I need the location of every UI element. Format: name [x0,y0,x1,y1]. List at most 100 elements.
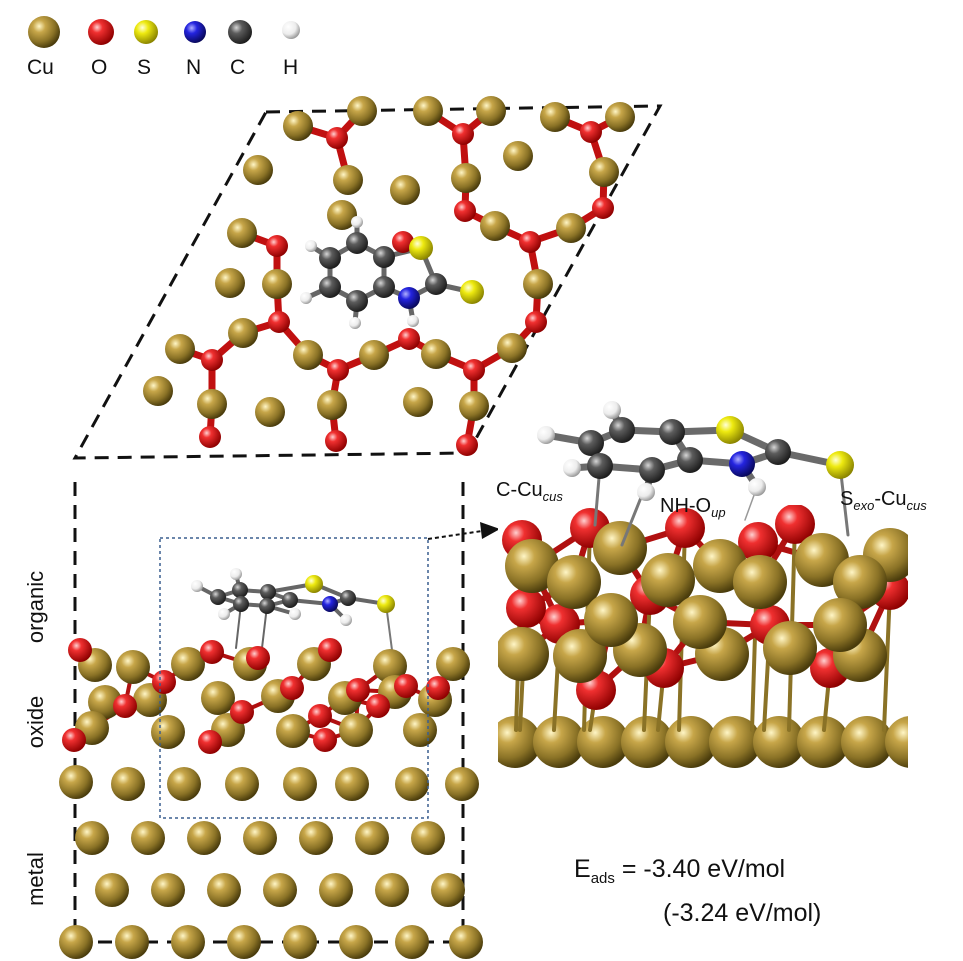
top-view-atoms [143,96,635,456]
o-atom [463,359,485,381]
side-view-atoms [59,568,483,959]
o-atom [366,694,390,718]
h-atom [300,292,312,304]
h-atom [351,216,363,228]
o-atom [456,434,478,456]
cu-atom [547,555,601,609]
cu-atom [411,821,445,855]
cu-atom [201,681,235,715]
cu-atom [59,765,93,799]
cu-atom [225,767,259,801]
cu-atom [459,391,489,421]
c-atom [373,246,395,268]
cu-atom [335,767,369,801]
h-atom [407,315,419,327]
cu-atom [262,269,292,299]
h-atom [603,401,621,419]
cu-atom [505,539,559,593]
cu-atom [75,821,109,855]
cu-atom [95,873,129,907]
cu-atom [641,553,695,607]
o-atom [313,728,337,752]
cu-atom [227,218,257,248]
bond-label-s-cu: Sexo-Cucus [840,488,927,513]
c-atom [639,457,665,483]
o-atom [200,640,224,664]
legend-label-cu: Cu [27,56,54,79]
cu-atom [556,213,586,243]
cu-atom [165,334,195,364]
cu-atom [317,390,347,420]
inset-surface-atoms [498,505,908,768]
cu-atom [187,821,221,855]
cu-atom [476,96,506,126]
o-atom [452,123,474,145]
c-atom [578,430,604,456]
cu-atom [143,376,173,406]
s-atom [377,595,395,613]
cu-atom [497,333,527,363]
inset-molecule [537,401,854,547]
cu-atom [197,389,227,419]
cu-atom [373,649,407,683]
legend-s-icon [134,20,158,44]
h-atom [563,459,581,477]
c-atom [765,439,791,465]
cu-atom [593,521,647,575]
o-atom [326,127,348,149]
cu-atom [709,716,761,768]
cu-atom [841,716,893,768]
cu-atom [533,716,585,768]
o-atom [266,235,288,257]
cu-atom [339,925,373,959]
cu-atom [299,821,333,855]
h-atom [537,426,555,444]
bond-label-c-cu: C-Cucus [496,479,563,504]
layer-label-metal: metal [23,852,48,906]
zoom-region-box [159,537,429,819]
c-atom [340,590,356,606]
o-atom [454,200,476,222]
o-atom [325,430,347,452]
cu-atom [359,340,389,370]
o-atom [268,311,290,333]
cu-atom [255,397,285,427]
cu-atom [243,155,273,185]
h-atom [289,608,301,620]
c-atom [346,232,368,254]
s-atom [716,416,744,444]
o-atom [152,670,176,694]
cu-atom [151,715,185,749]
legend-n-icon [184,21,206,43]
cu-atom [243,821,277,855]
cu-atom [116,650,150,684]
h-atom [748,478,766,496]
cu-atom [111,767,145,801]
legend-cu-icon [28,16,60,48]
o-atom [199,426,221,448]
c-atom [282,592,298,608]
o-atom [738,522,778,562]
c-atom [319,247,341,269]
o-atom [62,728,86,752]
s-atom [460,280,484,304]
cu-atom [115,925,149,959]
o-atom [665,508,705,548]
h-atom [637,483,655,501]
o-atom [506,588,546,628]
cu-atom [833,555,887,609]
cu-atom [673,595,727,649]
cu-atom [228,318,258,348]
cu-atom [431,873,465,907]
c-atom [232,582,248,598]
c-atom [319,276,341,298]
c-atom [260,584,276,600]
cu-atom [131,821,165,855]
cu-atom [59,925,93,959]
o-atom [580,121,602,143]
o-atom [113,694,137,718]
cu-atom [151,873,185,907]
cu-atom [207,873,241,907]
cu-atom [319,873,353,907]
o-atom [230,700,254,724]
